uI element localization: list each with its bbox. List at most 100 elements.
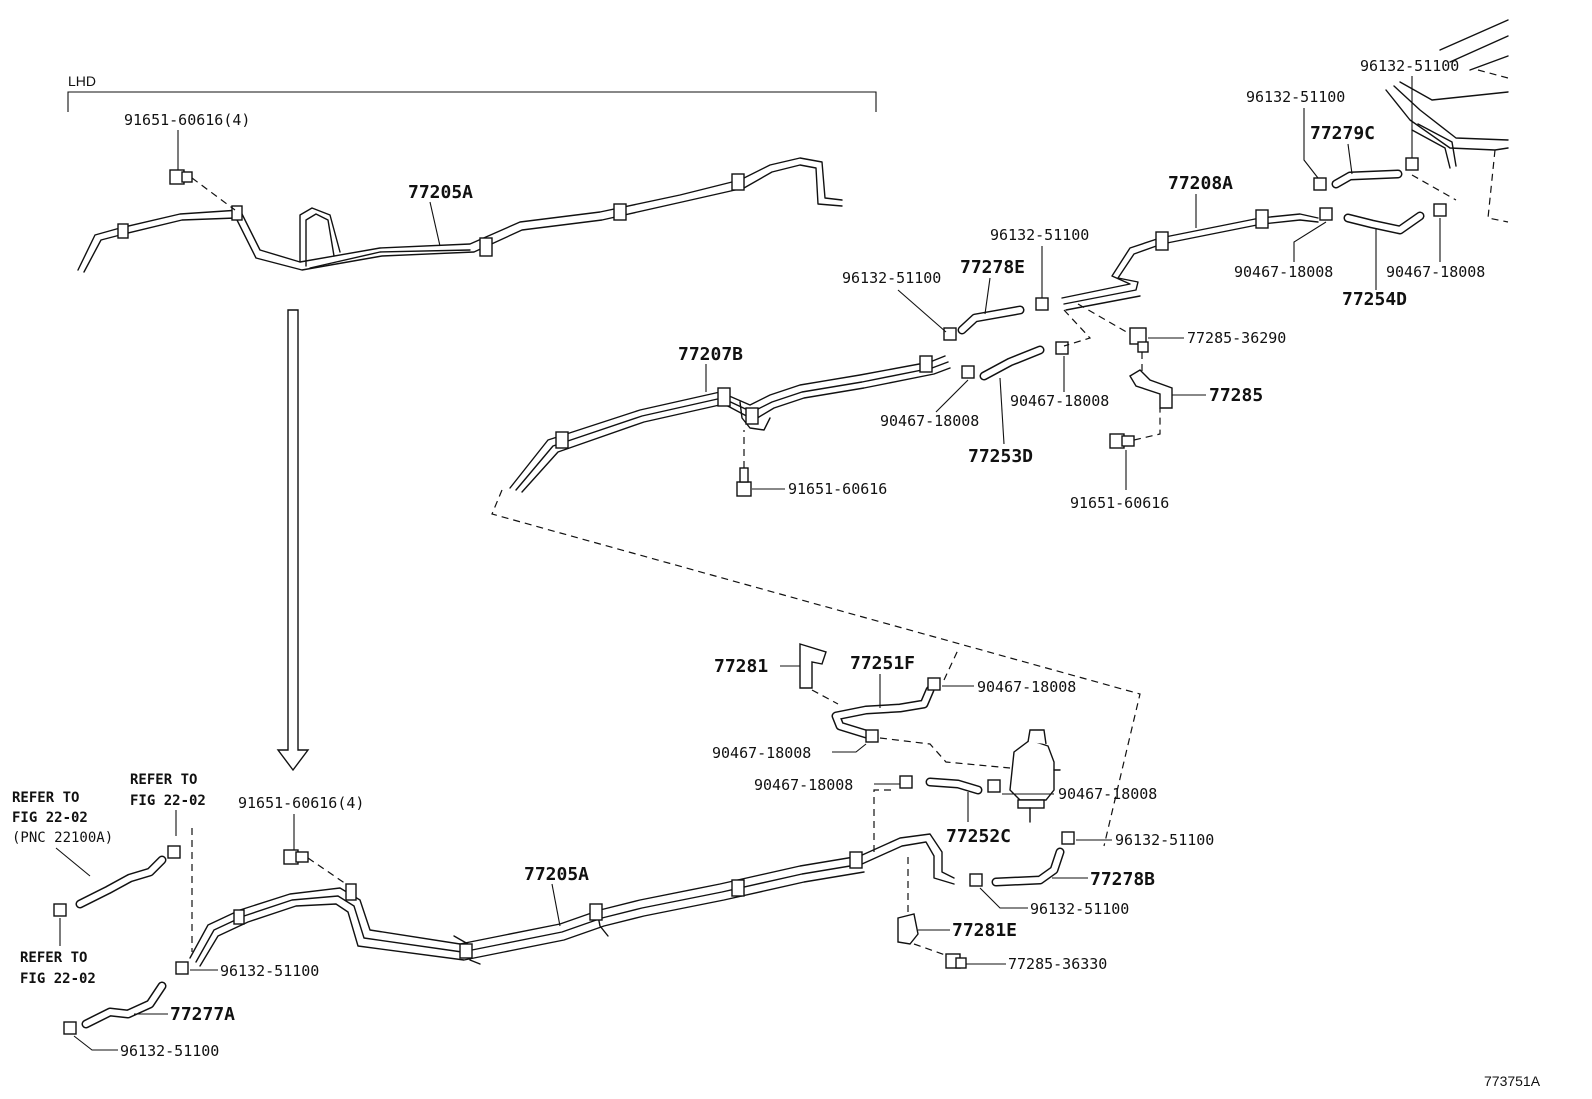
fuel-tube-77205a-top[interactable]	[77, 157, 843, 273]
clamp-77251f-right[interactable]	[927, 677, 941, 691]
label-77207b: 77207B	[678, 344, 743, 365]
leader-77278e	[984, 277, 991, 315]
leader-77279c	[1347, 143, 1353, 175]
clip-77279c-left[interactable]	[1313, 177, 1327, 191]
label-clip-center: 96132-51100	[990, 226, 1089, 244]
hose-refer-fig[interactable]	[75, 855, 167, 909]
clamp-tr-b[interactable]	[1433, 203, 1447, 217]
label-77279c: 77279C	[1310, 123, 1375, 144]
bracket-77285[interactable]	[1129, 369, 1173, 409]
label-77208a: 77208A	[1168, 173, 1233, 194]
leader-clip-77277a-bottom	[73, 1035, 118, 1051]
refer-b-line2: FIG 22-02	[130, 793, 206, 809]
fuel-filter[interactable]	[1009, 729, 1061, 823]
clamp-77253d-b[interactable]	[1055, 341, 1069, 355]
leader-refer-a	[55, 847, 91, 877]
label-clamp-tr-a: 90467-18008	[1234, 263, 1333, 281]
down-arrow-icon	[276, 309, 310, 772]
clamp-77252c-left[interactable]	[899, 775, 913, 789]
leader-clamp-77253d-a	[935, 379, 969, 413]
fuel-tube-77205a-bottom[interactable]	[189, 833, 955, 967]
leader-clamp-tr-a	[1293, 221, 1327, 262]
hose-77277a[interactable]	[81, 981, 167, 1029]
label-77205a-top: 77205A	[408, 182, 473, 203]
leader-clip-77278e	[897, 289, 947, 333]
leader-clip-77278b-lower	[979, 887, 1028, 909]
figure-code: 773751A	[1484, 1073, 1541, 1089]
lhd-label: LHD	[68, 73, 96, 89]
clip-77278b-lower[interactable]	[969, 873, 983, 887]
refer-a-line2: FIG 22-02	[12, 810, 88, 826]
leader-77205a-bottom	[551, 883, 561, 927]
clamp-77251f-left[interactable]	[865, 729, 879, 743]
clamp-77281e[interactable]	[897, 913, 919, 945]
hose-77279c[interactable]	[1331, 169, 1403, 189]
label-clip-77278e: 96132-51100	[842, 269, 941, 287]
label-clamp-77253d-b: 90467-18008	[1010, 392, 1109, 410]
clip-center[interactable]	[1035, 297, 1049, 311]
label-clamp-77251f-right: 90467-18008	[977, 678, 1076, 696]
label-77281: 77281	[714, 656, 768, 677]
fuel-tube-77208a[interactable]	[1061, 209, 1319, 311]
label-77253d: 77253D	[968, 446, 1033, 467]
label-77254d: 77254D	[1342, 289, 1407, 310]
label-clamp-77252c-left: 90467-18008	[754, 776, 853, 794]
lhd-bracket: LHD	[67, 73, 877, 112]
clip-refer-top[interactable]	[167, 845, 181, 859]
refer-b-line1: REFER TO	[130, 772, 197, 788]
label-77277a: 77277A	[170, 1004, 235, 1025]
label-clip-tr2: 96132-51100	[1246, 88, 1345, 106]
label-bolt-bottom: 91651-60616(4)	[238, 794, 364, 812]
label-clip-77277a-top: 96132-51100	[220, 962, 319, 980]
dash-36290	[1077, 303, 1131, 335]
hose-77278b[interactable]	[991, 847, 1065, 887]
label-77278b: 77278B	[1090, 869, 1155, 890]
label-clamp-77251f-left: 90467-18008	[712, 744, 811, 762]
clamp-tr-a[interactable]	[1319, 207, 1333, 221]
dash-bottom-filter	[873, 789, 896, 852]
label-clamp-77285-36330: 77285-36330	[1008, 955, 1107, 973]
refer-a-line1: REFER TO	[12, 790, 79, 806]
clip-77278e[interactable]	[943, 327, 957, 341]
label-77281e: 77281E	[952, 920, 1017, 941]
clip-refer-left[interactable]	[53, 903, 67, 917]
dash-77281	[811, 689, 839, 705]
hose-77251f[interactable]	[831, 685, 935, 739]
fuel-tank-outline	[1385, 19, 1509, 223]
bolt-right[interactable]	[1109, 408, 1161, 449]
clamp-77281[interactable]	[799, 643, 827, 689]
refer-c-line2: FIG 22-02	[20, 971, 96, 987]
fuel-tube-77207b[interactable]	[509, 355, 951, 493]
clip-77277a-bottom[interactable]	[63, 1021, 77, 1035]
clamp-77252c-right[interactable]	[987, 779, 1001, 793]
clamp-77285-36330[interactable]	[945, 953, 967, 969]
label-77251f: 77251F	[850, 653, 915, 674]
label-77205a-bottom: 77205A	[524, 864, 589, 885]
label-bolt-top: 91651-60616(4)	[124, 111, 250, 129]
label-clip-77278b-lower: 96132-51100	[1030, 900, 1129, 918]
dash-filter	[879, 737, 1011, 769]
refer-a-line3: (PNC 22100A)	[12, 830, 113, 846]
bolt-bottom[interactable]	[283, 849, 347, 885]
dash-connector	[491, 489, 1141, 847]
hose-77254d[interactable]	[1343, 211, 1425, 235]
clip-77278b[interactable]	[1061, 831, 1075, 845]
leader-77253d	[999, 377, 1005, 445]
hose-77278e[interactable]	[957, 305, 1025, 335]
hose-77252c[interactable]	[925, 777, 983, 795]
hose-77253d[interactable]	[979, 345, 1045, 381]
label-clamp-77285-36290: 77285-36290	[1187, 329, 1286, 347]
clip-77277a-top[interactable]	[175, 961, 189, 975]
clamp-77253d-a[interactable]	[961, 365, 975, 379]
leader-77205a-top	[429, 201, 441, 247]
label-clamp-77253d-a: 90467-18008	[880, 412, 979, 430]
bolt-top[interactable]	[169, 169, 236, 211]
dash-36330	[913, 943, 949, 957]
clamp-77285-36290[interactable]	[1129, 327, 1149, 353]
clip-77279c-right[interactable]	[1405, 157, 1419, 171]
bolt-mid[interactable]	[736, 430, 752, 497]
label-clip-77278b: 96132-51100	[1115, 831, 1214, 849]
dash-center	[1063, 309, 1092, 347]
label-clamp-77252c-right: 90467-18008	[1058, 785, 1157, 803]
